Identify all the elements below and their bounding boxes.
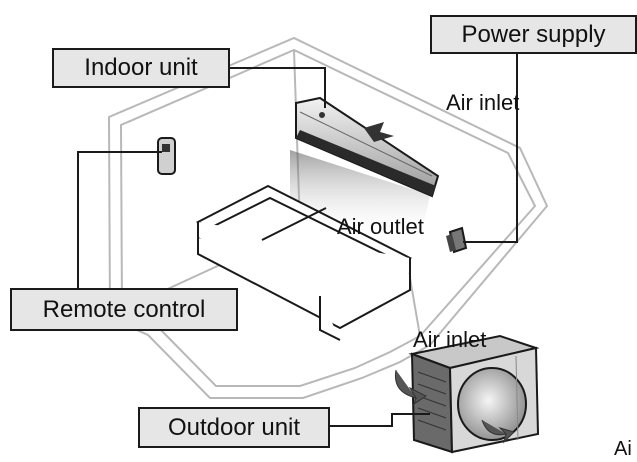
indoor-unit-illustration xyxy=(295,96,440,198)
air-partial-text: Ai xyxy=(614,438,632,460)
outdoor-unit-label: Outdoor unit xyxy=(138,407,330,448)
leader-power-supply xyxy=(463,54,518,243)
leader-outdoor-unit xyxy=(330,413,430,427)
leader-remote-control xyxy=(77,151,162,288)
leader-indoor-unit xyxy=(230,67,326,108)
power-supply-label: Power supply xyxy=(430,15,637,54)
air-outlet-text: Air outlet xyxy=(337,214,424,239)
air-inlet-indoor-text: Air inlet xyxy=(446,90,520,115)
remote-control-illustration xyxy=(157,137,176,175)
outdoor-unit-illustration xyxy=(394,334,540,454)
power-socket-illustration xyxy=(446,226,468,254)
leader-lines xyxy=(77,54,518,427)
air-inlet-outdoor-text: Air inlet xyxy=(413,327,487,352)
bed-illustration xyxy=(195,184,413,341)
remote-control-label: Remote control xyxy=(10,288,238,331)
indoor-unit-label: Indoor unit xyxy=(52,48,230,88)
